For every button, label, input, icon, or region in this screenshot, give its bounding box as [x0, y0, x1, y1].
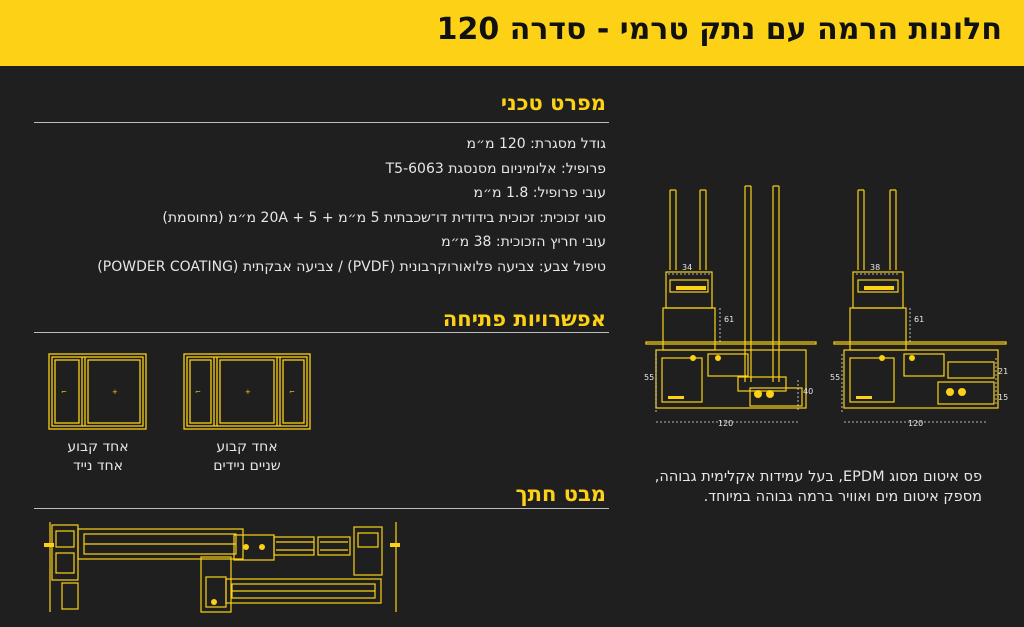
opening-option-line: שניים ניידים	[213, 458, 281, 474]
svg-text:⌐: ⌐	[289, 388, 295, 396]
spec-divider	[34, 122, 609, 123]
opening-option-line: אחד נייד	[72, 458, 124, 474]
spec-line: טיפול צבע: צביעה פלואורוקרבונית (PVDF) /…	[97, 258, 606, 275]
seal-note: פס איטום מסוג EPDM, בעל עמידות אקלימית ג…	[642, 467, 982, 507]
spec-line: עובי חריץ הזכוכית: 38 מ״מ	[441, 234, 606, 251]
note-line: מספק איטום מים ואוויר ברמה גבוהה במיוחד.	[703, 489, 982, 505]
section-divider	[34, 508, 609, 509]
profile-section-right: 38 61 55 21 15 120	[830, 189, 1008, 428]
opening-title: אפשרויות פתיחה	[442, 307, 606, 331]
dim-label: 120	[718, 419, 733, 428]
spec-line: גודל מסגרת: 120 מ״מ	[466, 136, 606, 152]
header-bar: חלונות הרמה עם נתק טרמי - סדרה 120	[0, 0, 1024, 66]
horizontal-section-drawing	[44, 522, 400, 613]
window-diagram-two-panel: ⌐ +	[48, 353, 147, 430]
dim-label: 40	[803, 387, 813, 396]
opening-divider	[34, 332, 609, 333]
svg-text:⌐: ⌐	[195, 388, 201, 396]
opening-option-line: אחד קבוע	[67, 439, 129, 455]
profile-section-left: 34 61 55 40 120	[644, 185, 817, 428]
spec-line: עובי פרופיל: 1.8 מ״מ	[473, 185, 606, 202]
dim-label: 61	[724, 315, 734, 324]
page-title: חלונות הרמה עם נתק טרמי - סדרה 120	[436, 12, 1002, 47]
dim-label: 55	[644, 373, 654, 382]
dim-label: 38	[870, 263, 880, 272]
dim-label: 15	[998, 393, 1008, 402]
dim-label: 120	[908, 419, 923, 428]
dim-label: 61	[914, 315, 924, 324]
dim-label: 21	[998, 367, 1008, 376]
spec-title: מפרט טכני	[500, 91, 606, 115]
dim-label: 34	[682, 263, 692, 272]
spec-list: גודל מסגרת: 120 מ״מ פרופיל: אלומיניום מס…	[46, 132, 606, 280]
dim-label: 55	[830, 373, 840, 382]
opening-option-label: אחד קבוע אחד נייד	[38, 438, 158, 476]
spec-line: פרופיל: אלומיניום מסנסגת 6063-T5	[385, 160, 606, 177]
opening-option-line: אחד קבוע	[216, 439, 278, 455]
note-line: פס איטום מסוג EPDM, בעל עמידות אקלימית ג…	[654, 469, 982, 485]
spec-line: סוגי זכוכית: זכוכית בידודית דו־שכבתית 5 …	[162, 209, 606, 226]
svg-text:⌐: ⌐	[61, 388, 67, 396]
window-diagram-three-panel: ⌐ + ⌐	[183, 353, 311, 430]
svg-text:+: +	[112, 388, 118, 396]
section-view-title: מבט חתך	[515, 482, 606, 506]
svg-text:+: +	[245, 388, 251, 396]
opening-option-label: אחד קבוע שניים ניידים	[187, 438, 307, 476]
